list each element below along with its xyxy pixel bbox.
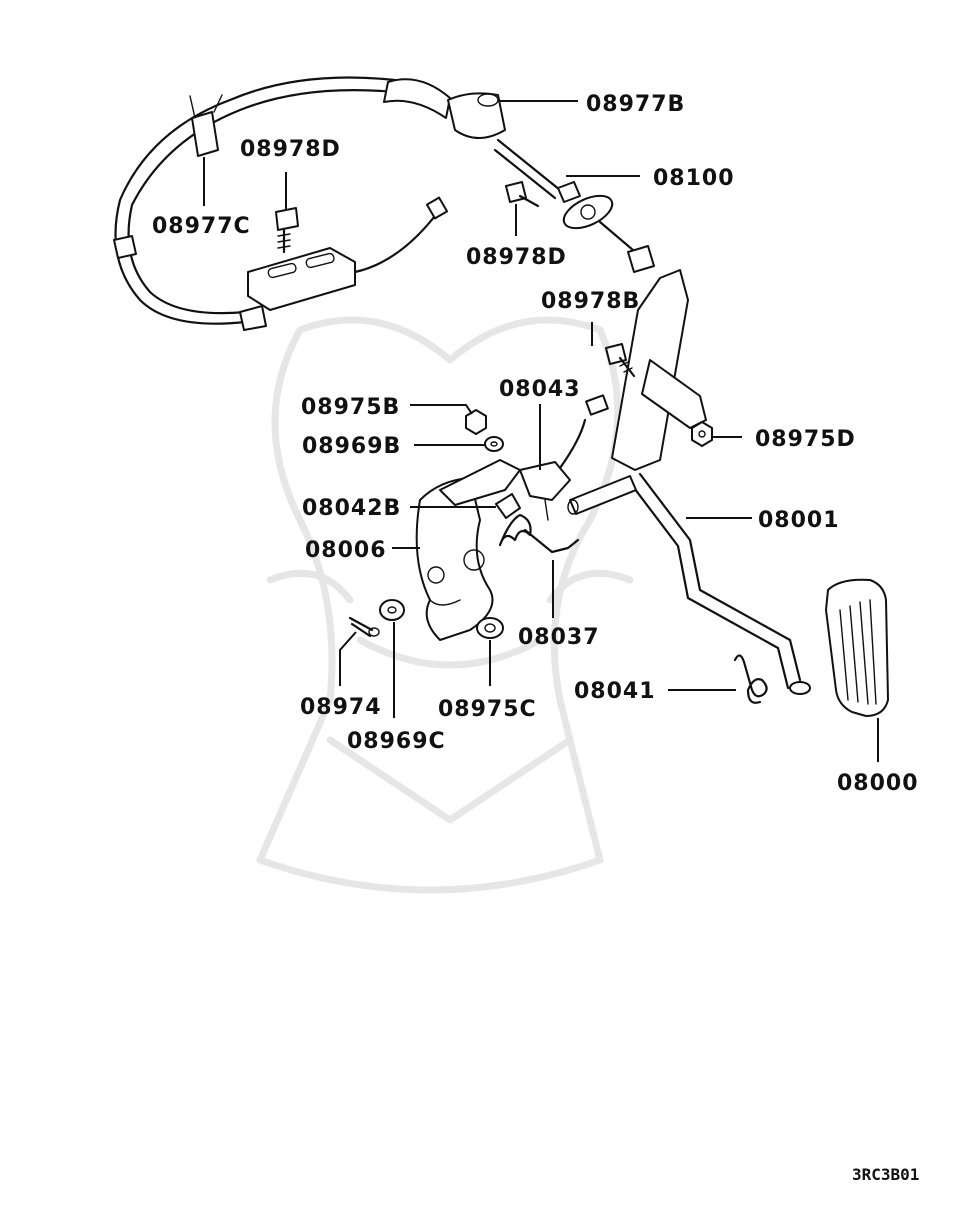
- cable-bracket: [247, 247, 356, 311]
- spring-08041: [733, 654, 768, 704]
- label-08006: 08006: [305, 538, 387, 563]
- accelerator-cable: [113, 76, 562, 331]
- label-08042B: 08042B: [302, 496, 401, 521]
- label-08041: 08041: [574, 679, 656, 704]
- label-08974: 08974: [300, 695, 382, 720]
- pedal-bracket-08006: [415, 459, 521, 641]
- stopper-08042B: [495, 493, 521, 519]
- label-08975D: 08975D: [755, 427, 856, 452]
- cotter-pin-08974: [348, 616, 380, 638]
- bolt-08978B: [605, 343, 636, 378]
- nut-08975D: [691, 421, 713, 447]
- label-08978D-mid: 08978D: [466, 245, 567, 270]
- return-spring-08037: [498, 513, 580, 554]
- label-08978D-top: 08978D: [240, 137, 341, 162]
- label-08975C: 08975C: [438, 697, 537, 722]
- cable-end-08100: [557, 181, 655, 273]
- switch-08043: [519, 394, 609, 521]
- bolt-08978D-mid: [505, 181, 540, 208]
- cable-clamp-08977B: [447, 92, 506, 139]
- washer-08969B: [484, 436, 504, 452]
- label-08977B: 08977B: [586, 92, 685, 117]
- pedal-arm-08001: [567, 269, 811, 695]
- label-08037: 08037: [518, 625, 600, 650]
- cable-clip-08977C: [189, 94, 223, 157]
- label-08969C: 08969C: [347, 729, 446, 754]
- leader-lines: [203, 100, 879, 762]
- watermark-emblem: [256, 316, 634, 894]
- label-08969B: 08969B: [302, 434, 401, 459]
- label-08977C: 08977C: [152, 214, 251, 239]
- label-08043: 08043: [499, 377, 581, 402]
- nut-08975B: [465, 409, 487, 435]
- bolt-08978D-top: [275, 207, 299, 254]
- label-08975B: 08975B: [301, 395, 400, 420]
- label-08001: 08001: [758, 508, 840, 533]
- label-08978B: 08978B: [541, 289, 640, 314]
- washer-08969C: [379, 599, 405, 621]
- label-08100: 08100: [653, 166, 735, 191]
- diagram-code: 3RC3B01: [852, 1165, 919, 1184]
- pedal-pad-08000: [825, 578, 889, 717]
- label-08000: 08000: [837, 771, 919, 796]
- bushing-08975C: [476, 617, 504, 639]
